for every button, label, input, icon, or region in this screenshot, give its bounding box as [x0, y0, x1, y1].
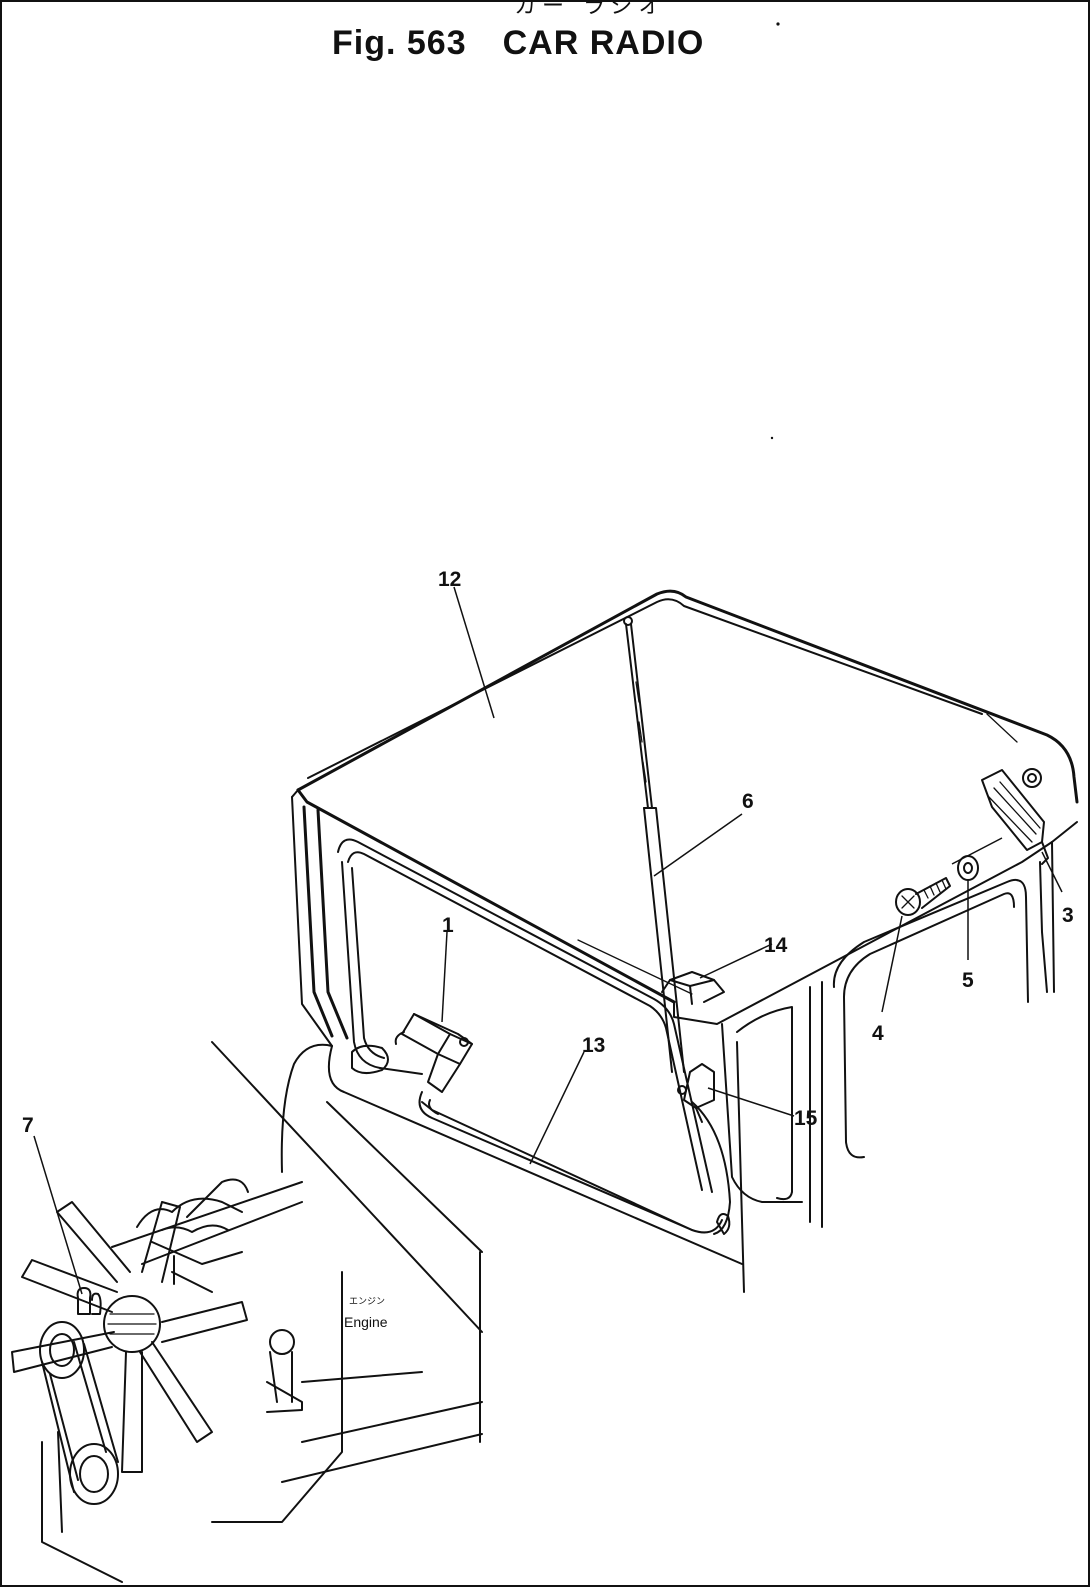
engine-label: Engine [344, 1314, 388, 1330]
engine-label-japanese: エンジン [349, 1297, 385, 1307]
callout-14: 14 [764, 934, 788, 957]
callout-7: 7 [22, 1114, 34, 1137]
figure-number: Fig. 563 [332, 24, 467, 62]
part-14-antenna-bracket [661, 971, 725, 1005]
callout-13: 13 [582, 1034, 605, 1057]
scan-speck [776, 22, 780, 26]
callout-3: 3 [1062, 904, 1074, 927]
part-4-screw [895, 877, 951, 916]
scan-speck [770, 436, 774, 440]
callout-5: 5 [962, 969, 974, 992]
figure-caption: CAR RADIO [502, 24, 705, 62]
callout-12: 12 [438, 568, 461, 591]
title-japanese: カー ラジオ [514, 0, 667, 19]
leader-lines [33, 586, 1063, 1295]
callout-1: 1 [442, 914, 454, 937]
part-6-antenna [623, 616, 685, 1073]
cab-front-pillar [291, 796, 349, 1047]
callout-4: 4 [872, 1022, 884, 1045]
callout-6: 6 [742, 790, 754, 813]
callout-labels: 12 6 3 5 4 14 1 13 15 7 [22, 568, 1074, 1137]
part-15-cable-clamp [677, 1063, 715, 1123]
cab-window-frame [337, 838, 713, 1193]
figure-title: Fig. 563 CAR RADIO [332, 24, 704, 63]
part-3-speaker [981, 768, 1049, 865]
part-1-radio-unit [351, 1013, 693, 1231]
part-13-antenna-cable [421, 1101, 731, 1235]
cab-roof [291, 589, 1079, 1025]
cab-side-panels [280, 841, 1055, 1293]
engine-block [11, 1041, 483, 1583]
callout-15: 15 [794, 1107, 818, 1130]
